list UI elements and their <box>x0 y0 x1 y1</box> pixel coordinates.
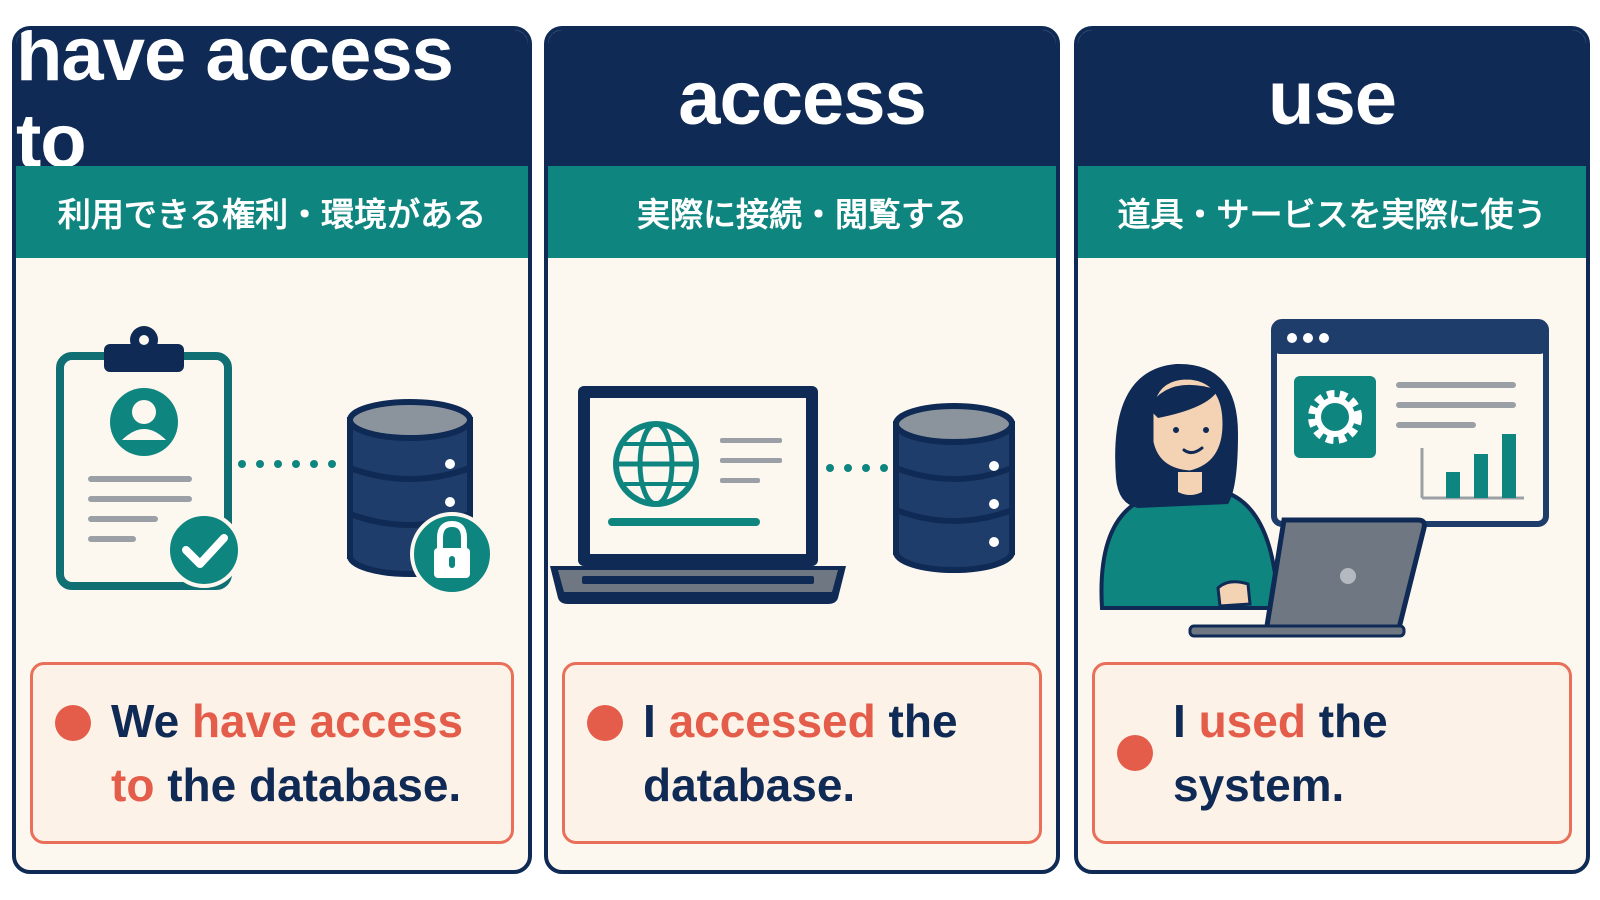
sentence-text: the database. <box>643 695 958 811</box>
card-access: access 実際に接続・閲覧する <box>544 26 1060 874</box>
example-box: I used the system. <box>1092 662 1572 844</box>
sentence-highlight: accessed <box>668 695 876 747</box>
card-title: use <box>1078 30 1586 166</box>
gear-icon <box>1294 376 1376 458</box>
bar-chart-icon <box>1420 434 1524 500</box>
card-subtitle: 利用できる権利・環境がある <box>16 166 528 258</box>
illustration <box>548 258 1056 658</box>
card-use: use 道具・サービスを実際に使う <box>1074 26 1590 874</box>
sentence-highlight: have access to <box>111 695 464 811</box>
card-subtitle: 実際に接続・閲覧する <box>548 166 1056 258</box>
bullet-dot <box>55 705 91 741</box>
card-title: access <box>548 30 1056 166</box>
example-box: I accessed the database. <box>562 662 1042 844</box>
lock-icon <box>410 512 494 596</box>
example-sentence: I used the system. <box>1173 689 1555 817</box>
bullet-dot <box>1117 735 1153 771</box>
card-subtitle: 道具・サービスを実際に使う <box>1078 166 1586 258</box>
example-sentence: I accessed the database. <box>643 689 1025 817</box>
sentence-text: We <box>111 695 192 747</box>
laptop-icon <box>1188 517 1427 638</box>
sentence-text: the database. <box>154 759 462 811</box>
database-icon <box>893 403 1015 573</box>
bullet-dot <box>587 705 623 741</box>
illustration <box>1078 258 1586 658</box>
woman-user-icon <box>1099 363 1281 610</box>
database-icon <box>347 399 473 577</box>
sentence-text: I <box>1173 695 1199 747</box>
example-box: We have access to the database. <box>30 662 514 844</box>
laptop-icon <box>550 386 846 604</box>
checkmark-icon <box>166 512 242 588</box>
sentence-text: the system. <box>1173 695 1388 811</box>
globe-icon <box>613 421 699 507</box>
card-title: have access to <box>16 30 528 184</box>
example-sentence: We have access to the database. <box>111 689 497 817</box>
clipboard-profile-icon <box>56 326 232 590</box>
sentence-text: I <box>643 695 669 747</box>
card-have-access-to: have access to 利用できる権利・環境がある <box>12 26 532 874</box>
sentence-highlight: used <box>1198 695 1306 747</box>
illustration <box>16 258 528 658</box>
